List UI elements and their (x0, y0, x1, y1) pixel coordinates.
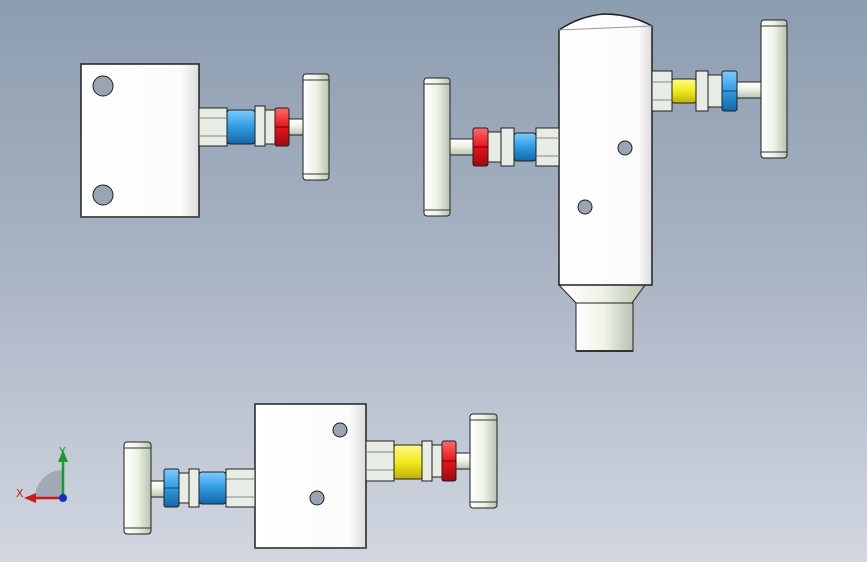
valve-stem (736, 81, 762, 99)
view-top-right (423, 13, 788, 352)
x-axis-label: X (16, 487, 24, 500)
lock-nut (487, 131, 502, 163)
mounting-hole (332, 422, 348, 438)
lock-nut (188, 468, 200, 508)
t-handle[interactable] (123, 441, 152, 535)
hex-nut (225, 468, 256, 508)
process-port (575, 302, 634, 352)
hex-nut (365, 440, 395, 482)
t-handle[interactable] (469, 413, 498, 509)
t-handle[interactable] (760, 19, 788, 159)
triad-plane-arc (35, 470, 63, 498)
valve-stem (288, 118, 304, 136)
valve-stem (448, 138, 474, 156)
lock-nut (431, 444, 443, 478)
mounting-hole (617, 140, 633, 156)
hex-nut (535, 127, 560, 167)
mounting-hole (577, 199, 593, 215)
y-axis-label: Y (58, 445, 66, 458)
blue-bonnet (513, 132, 537, 162)
lock-nut (254, 105, 266, 147)
valve-body-tall (558, 13, 653, 286)
mounting-hole (309, 490, 325, 506)
view-bottom (123, 403, 498, 549)
valve-stem (149, 480, 165, 498)
view-top-left (80, 63, 330, 218)
lock-nut (500, 127, 515, 167)
hex-nut (651, 70, 673, 112)
valve-body-block (254, 403, 367, 549)
t-handle[interactable] (302, 73, 330, 181)
valve-stem (455, 452, 471, 470)
hex-nut (198, 107, 228, 147)
mounting-hole (92, 184, 114, 206)
mounting-hole (92, 75, 114, 97)
coordinate-triad: Y X (16, 445, 68, 503)
lock-nut (264, 109, 276, 145)
z-axis-point (59, 494, 67, 502)
lock-nut (421, 440, 433, 482)
lock-nut (178, 472, 190, 504)
blue-bonnet (226, 109, 256, 145)
blue-bonnet (198, 471, 227, 505)
yellow-bonnet (671, 78, 697, 104)
lock-nut (707, 74, 723, 108)
yellow-bonnet (393, 444, 423, 480)
t-handle[interactable] (423, 77, 451, 217)
lock-nut (695, 70, 709, 112)
